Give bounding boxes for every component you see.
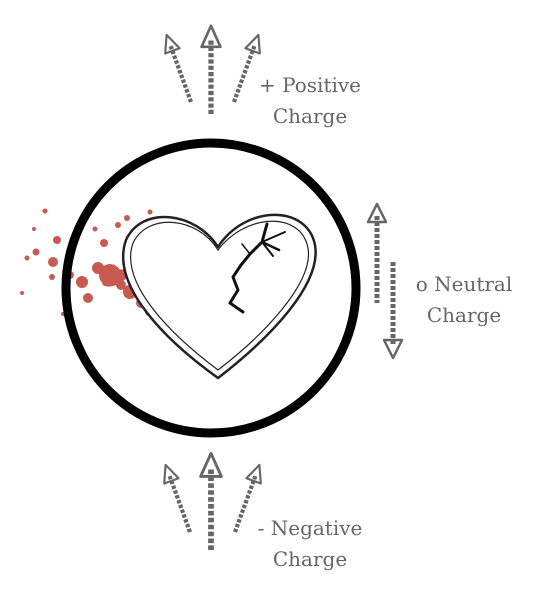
positive-charge-label: + Positive Charge [250, 70, 370, 132]
ring [61, 138, 361, 438]
up-arrow-icon [158, 462, 197, 534]
up-down-arrow-icon [366, 202, 404, 360]
neutral-charge-label: o Neutral Charge [404, 269, 524, 331]
up-arrow-icon [202, 26, 221, 114]
positive-charge-line1: + Positive [258, 73, 362, 97]
negative-charge-label: - Negative Charge [250, 513, 370, 575]
negative-charge-line2: Charge [272, 547, 348, 571]
broken-heart-icon [122, 213, 317, 380]
positive-charge-line2: Charge [272, 104, 348, 128]
up-arrow-icon [201, 453, 222, 550]
up-arrow-icon [159, 32, 198, 104]
negative-charge-line1: - Negative [257, 516, 363, 540]
neutral-charge-line1: o Neutral [415, 272, 513, 296]
neutral-charge-line2: Charge [426, 303, 502, 327]
